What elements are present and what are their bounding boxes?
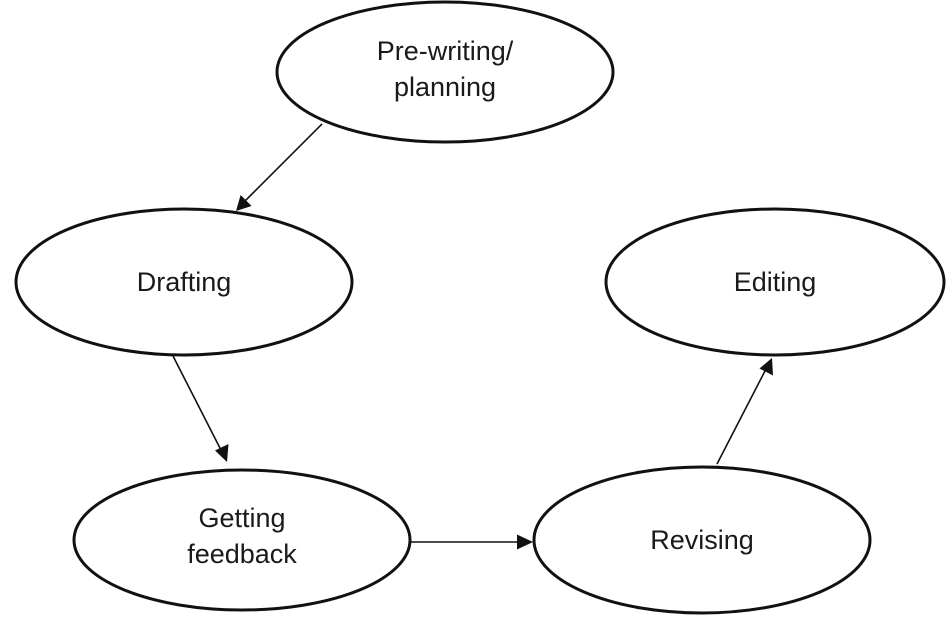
edges	[172, 123, 773, 550]
arrowhead-icon	[236, 195, 252, 211]
edge-prewriting-to-drafting	[236, 123, 323, 211]
node-label-line-2: planning	[394, 72, 496, 102]
edge-line	[172, 355, 223, 453]
node-label-line-1: Pre-writing/	[377, 36, 514, 66]
arrowhead-icon	[759, 358, 773, 376]
node-ellipse	[532, 465, 872, 615]
node-label-line-1: Getting	[198, 503, 285, 533]
node-editing: Editing	[604, 207, 946, 357]
node-label-line-1: Drafting	[137, 267, 232, 297]
node-ellipse	[14, 207, 354, 357]
node-drafting: Drafting	[14, 207, 354, 357]
edge-line	[716, 368, 767, 465]
node-label-line-1: Revising	[650, 525, 754, 555]
node-ellipse	[275, 0, 615, 144]
node-ellipse	[604, 207, 946, 357]
node-ellipse	[72, 468, 412, 612]
node-label-line-2: feedback	[187, 539, 297, 569]
arrowhead-icon	[517, 534, 533, 550]
node-revising: Revising	[532, 465, 872, 615]
node-feedback: Getting feedback	[72, 468, 412, 612]
edge-drafting-to-feedback	[172, 355, 229, 462]
edge-revising-to-editing	[716, 358, 773, 465]
arrowhead-icon	[215, 444, 229, 462]
edge-feedback-to-revising	[411, 534, 533, 550]
node-prewriting: Pre-writing/ planning	[275, 0, 615, 144]
edge-line	[242, 123, 323, 204]
node-label-line-1: Editing	[734, 267, 817, 297]
